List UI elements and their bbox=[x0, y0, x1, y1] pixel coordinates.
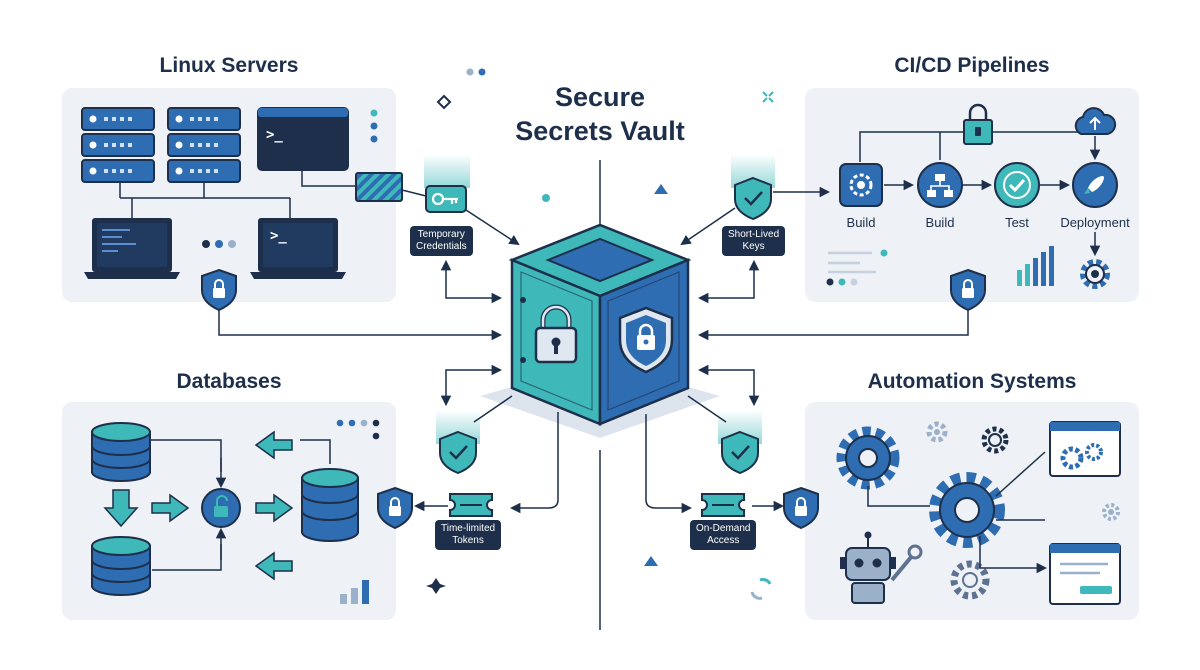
big-gear-icon bbox=[836, 426, 900, 490]
build-hierarchy-icon bbox=[917, 162, 963, 208]
linux-vault-connector bbox=[218, 310, 503, 341]
badge-on-demand-line-2: Access bbox=[707, 535, 740, 546]
db-status-dots bbox=[336, 419, 380, 440]
section-title-databases: Databases bbox=[176, 370, 282, 393]
access-ticket-icon bbox=[701, 493, 745, 517]
small-gear-icon-2 bbox=[981, 426, 1009, 454]
credential-to-vault-arrow bbox=[465, 209, 520, 246]
section-title-cicd: CI/CD Pipelines bbox=[894, 54, 1050, 77]
badge-on-demand-access: On-Demand Access bbox=[690, 520, 757, 550]
badge-short-lived-line-2: Keys bbox=[742, 241, 765, 252]
pipeline-stage-4-label: Deployment bbox=[1060, 215, 1130, 230]
database-icon-3 bbox=[301, 468, 359, 542]
main-title-line-2: Secrets Vault bbox=[515, 116, 685, 146]
token-ticket-icon bbox=[449, 493, 493, 517]
badge-time-limited-line-2: Tokens bbox=[452, 535, 484, 546]
db-unlock-icon bbox=[201, 488, 241, 528]
credential-glow bbox=[424, 154, 470, 188]
database-icon-1 bbox=[91, 422, 151, 482]
vault-to-tokens-diagonal bbox=[473, 395, 513, 423]
badge-temporary-line-2: Credentials bbox=[416, 241, 467, 252]
server-rack-2 bbox=[167, 107, 241, 183]
key-card-icon bbox=[425, 185, 467, 213]
tiny-gear-icon bbox=[1102, 503, 1120, 521]
vault-cube bbox=[480, 223, 720, 438]
vault-to-tokens-line bbox=[509, 412, 559, 514]
access-shield-icon bbox=[721, 430, 759, 475]
db-left-arrow-1 bbox=[254, 430, 293, 460]
encrypted-packet-icon bbox=[355, 172, 403, 202]
tokens-shield-icon bbox=[439, 430, 477, 475]
database-icon-2 bbox=[91, 536, 151, 596]
settings-gear-icon bbox=[1080, 259, 1110, 289]
log-lines-icon bbox=[826, 249, 888, 286]
badge-time-limited-tokens: Time-limited Tokens bbox=[435, 520, 502, 550]
automation-flow-lines bbox=[867, 451, 1045, 568]
linux-bidirectional-arrow bbox=[440, 259, 503, 304]
terminal-prompt-1: >_ bbox=[266, 127, 283, 143]
gray-gear-icon bbox=[950, 560, 990, 600]
terminal-prompt-2: >_ bbox=[270, 228, 287, 244]
vault-shield-lock-icon bbox=[618, 306, 674, 374]
section-title-linux: Linux Servers bbox=[159, 54, 299, 77]
db-right-arrow-1 bbox=[151, 493, 190, 523]
badge-temporary-credentials: Temporary Credentials bbox=[410, 226, 473, 256]
badge-on-demand-line-1: On-Demand bbox=[696, 523, 751, 534]
laptop-2 bbox=[250, 218, 346, 279]
cicd-panel bbox=[805, 88, 1139, 302]
vault-to-access-diagonal bbox=[687, 395, 727, 423]
decorative-sparkles bbox=[426, 68, 774, 600]
access-bidirectional-arrow bbox=[697, 364, 760, 407]
pipeline-stage-1-label: Build bbox=[846, 215, 876, 230]
db-bar-chart-icon bbox=[340, 580, 369, 604]
db-shield-lock-icon bbox=[377, 486, 413, 530]
build-gear-icon bbox=[839, 163, 883, 207]
test-check-icon bbox=[994, 162, 1040, 208]
server-rack-1 bbox=[81, 107, 155, 183]
automation-shield-lock-icon bbox=[783, 486, 819, 530]
packet-to-credential-line bbox=[401, 189, 427, 197]
badge-short-lived-keys: Short-Lived Keys bbox=[722, 226, 786, 256]
cloud-upload-icon bbox=[1074, 107, 1117, 135]
section-title-automation: Automation Systems bbox=[867, 370, 1077, 393]
db-down-arrow bbox=[103, 489, 139, 528]
small-gear-icon-1 bbox=[926, 421, 948, 443]
robot-icon bbox=[840, 531, 923, 604]
badge-short-lived-line-1: Short-Lived bbox=[728, 229, 780, 240]
pipeline-stage-3-label: Test bbox=[1005, 215, 1029, 230]
main-title-line-1: Secure bbox=[554, 82, 646, 112]
terminal-window bbox=[257, 107, 349, 171]
server-tree-lines bbox=[119, 182, 291, 218]
pipeline-stage-2-label: Build bbox=[925, 215, 955, 230]
vault-to-access-line bbox=[645, 414, 693, 514]
db-left-arrow-2 bbox=[254, 551, 293, 581]
tokens-bidirectional-arrow bbox=[440, 364, 503, 407]
cicd-bidirectional-arrow bbox=[697, 259, 760, 304]
linux-shield-lock-icon bbox=[201, 268, 237, 312]
bar-chart-icon bbox=[1017, 246, 1054, 286]
form-window-icon bbox=[1049, 543, 1121, 605]
main-title: Secure Secrets Vault bbox=[490, 80, 710, 148]
ellipsis-dots bbox=[202, 240, 236, 248]
laptop-1 bbox=[84, 218, 180, 279]
cicd-shield-lock-icon bbox=[950, 268, 986, 312]
shortlived-to-vault-arrow bbox=[680, 207, 736, 246]
dashboard-window-icon bbox=[1049, 421, 1121, 477]
vault-padlock-icon bbox=[534, 304, 578, 364]
deployment-rocket-icon bbox=[1072, 162, 1118, 208]
badge-time-limited-line-1: Time-limited bbox=[441, 523, 496, 534]
status-dots bbox=[370, 109, 378, 143]
shortlived-shield-icon bbox=[734, 176, 772, 221]
cicd-vault-connector bbox=[697, 310, 969, 341]
central-gear-icon bbox=[929, 472, 1005, 548]
terminal-connector bbox=[301, 170, 356, 187]
badge-temporary-line-1: Temporary bbox=[417, 229, 465, 240]
db-right-arrow-2 bbox=[255, 493, 294, 523]
